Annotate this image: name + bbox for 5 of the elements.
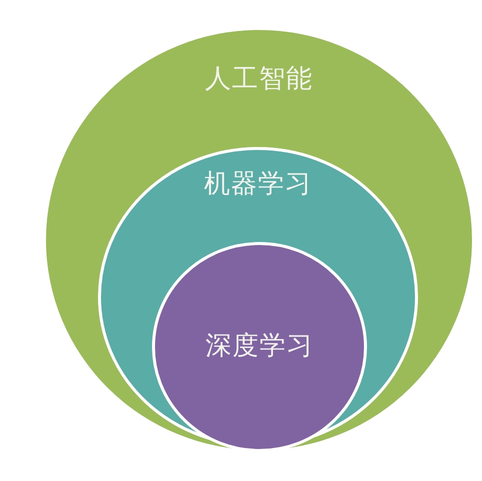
circle-label: 人工智能	[205, 63, 313, 93]
circle-label: 深度学习	[206, 330, 314, 360]
outer-circle	[46, 30, 472, 450]
circle-label: 机器学习	[204, 168, 312, 198]
inner-circle	[152, 242, 367, 452]
